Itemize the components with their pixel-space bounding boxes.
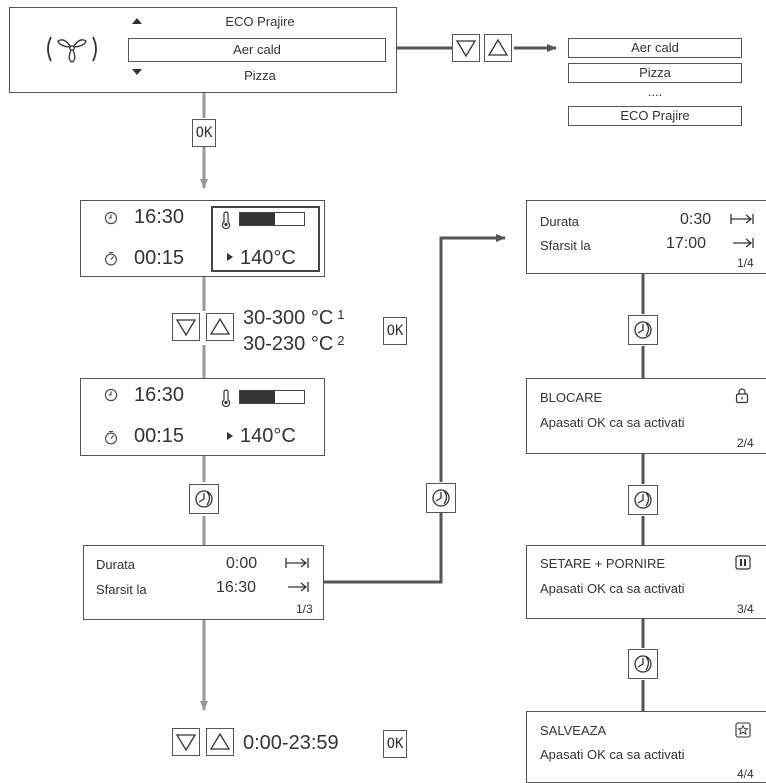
temp-range-1-text: 30-300 °C	[243, 307, 334, 329]
timer-key-icon[interactable]	[628, 649, 658, 679]
page-indicator: 1/4	[737, 256, 754, 270]
option-title: BLOCARE	[540, 390, 603, 405]
clock-time: 16:30	[134, 384, 185, 406]
option-text: Apasati OK ca sa activati	[540, 415, 685, 430]
lock-icon	[735, 388, 749, 404]
up-key[interactable]	[484, 34, 512, 62]
down-key[interactable]	[172, 728, 200, 756]
option-title: SALVEAZA	[540, 723, 607, 738]
option-text: Apasati OK ca sa activati	[540, 581, 685, 596]
clock-icon	[104, 388, 118, 402]
temp-range-2-text: 30-230 °C	[243, 333, 334, 355]
time-range: 0:00-23:59	[243, 732, 339, 754]
end-time-value: 16:30	[216, 579, 257, 596]
end-time-icon	[731, 235, 755, 255]
timer-value: 00:15	[134, 247, 185, 269]
end-time-label: Sfarsit la	[96, 582, 147, 597]
mode-list-item	[568, 38, 742, 58]
end-time-value: 17:00	[666, 235, 707, 252]
mode-list-ellipsis: ....	[647, 84, 663, 99]
heat-level-bar	[239, 390, 305, 404]
up-key[interactable]	[206, 313, 234, 341]
menu-item-above[interactable]: ECO Prajire	[225, 14, 295, 29]
timer-key-icon[interactable]	[189, 484, 219, 514]
heat-level-fill	[240, 213, 276, 225]
mode-list-item-label: Pizza	[639, 65, 671, 80]
temperature-value: 140°C	[240, 425, 296, 447]
clock-icon	[104, 211, 118, 225]
temp-range-2-note: 2	[337, 333, 345, 348]
play-icon	[226, 431, 234, 441]
menu-item-selected-label: Aer cald	[233, 42, 281, 57]
page-indicator: 3/4	[737, 602, 754, 616]
display-main	[80, 378, 325, 456]
heat-level-bar	[239, 212, 305, 226]
mode-list-item	[568, 63, 742, 83]
option-screen	[526, 545, 766, 619]
clock-time: 16:30	[134, 206, 185, 228]
option-screen	[526, 711, 766, 783]
heat-level-fill	[240, 391, 276, 403]
page-indicator: 4/4	[737, 767, 754, 781]
end-time-icon	[286, 579, 310, 599]
mode-list-item-label: ECO Prajire	[620, 108, 690, 123]
temp-range-1-note: 1	[337, 307, 345, 322]
down-key[interactable]	[452, 34, 480, 62]
duration-end-icon	[284, 555, 310, 575]
option-screen	[526, 378, 766, 454]
duration-label: Durata	[540, 214, 580, 229]
ok-key[interactable]: OK	[192, 119, 216, 147]
temperature-value: 140°C	[240, 247, 296, 269]
option-title: SETARE + PORNIRE	[540, 556, 666, 571]
duration-end-icon	[729, 211, 755, 231]
down-key[interactable]	[172, 313, 200, 341]
duration-label: Durata	[96, 557, 136, 572]
star-icon	[735, 722, 751, 738]
timer-key-icon[interactable]	[628, 485, 658, 515]
ok-key[interactable]: OK	[383, 317, 407, 345]
menu-item-selected[interactable]	[128, 38, 386, 62]
up-key[interactable]	[206, 728, 234, 756]
menu-item-below[interactable]: Pizza	[244, 68, 276, 83]
page-indicator: 2/4	[737, 436, 754, 450]
scroll-down-icon	[131, 68, 143, 76]
timer-icon	[104, 251, 118, 266]
timer-key-icon[interactable]	[426, 483, 456, 513]
option-text: Apasati OK ca sa activati	[540, 747, 685, 762]
timer-key-icon[interactable]	[628, 315, 658, 345]
ok-key[interactable]: OK	[383, 730, 407, 758]
pause-icon	[735, 555, 751, 570]
fan-icon	[44, 33, 100, 65]
mode-list-item	[568, 106, 742, 126]
thermometer-icon	[220, 211, 232, 229]
timer-value: 00:15	[134, 425, 185, 447]
timer-icon	[104, 430, 118, 445]
duration-value: 0:00	[226, 555, 258, 572]
duration-value: 0:30	[680, 211, 712, 228]
scroll-up-icon	[131, 17, 143, 25]
thermometer-icon	[220, 389, 232, 407]
timer-screen	[526, 200, 766, 274]
mode-list-item-label: Aer cald	[631, 40, 679, 55]
timer-screen	[83, 545, 324, 620]
end-time-label: Sfarsit la	[540, 238, 591, 253]
play-icon	[226, 252, 234, 262]
page-indicator: 1/3	[296, 602, 313, 616]
